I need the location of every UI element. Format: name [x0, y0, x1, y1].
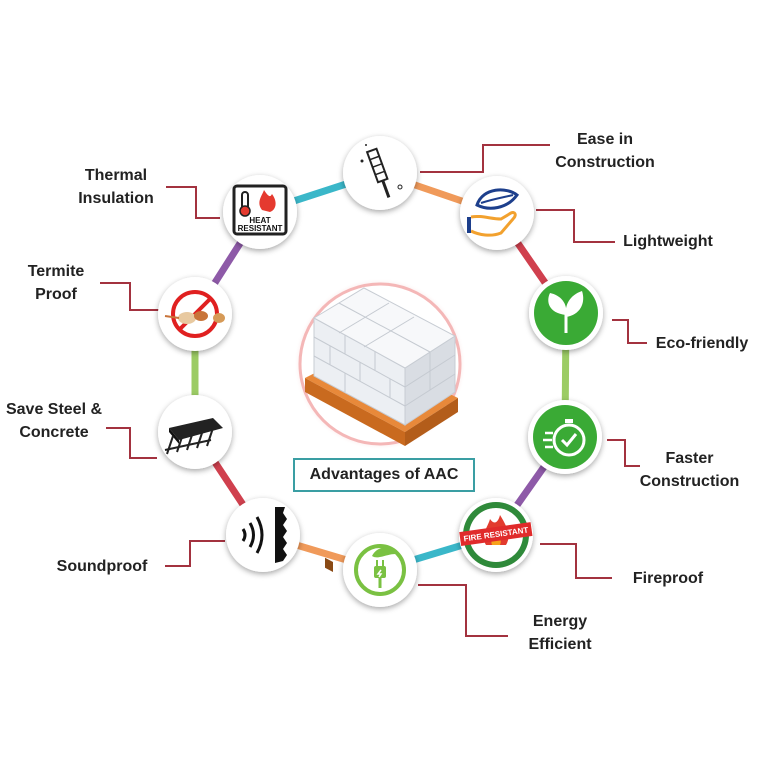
label-fireproof: Fireproof	[616, 567, 720, 590]
label-line: Eco-friendly	[655, 335, 749, 352]
label-save-steel-concrete: Save Steel & Concrete	[0, 398, 108, 444]
label-termite-proof: Termite Proof	[10, 260, 102, 306]
label-lightweight: Lightweight	[618, 230, 718, 253]
diagram-title: Advantages of AAC	[293, 458, 475, 492]
label-eco-friendly: Eco-friendly	[650, 332, 754, 355]
label-line: Fireproof	[632, 570, 704, 587]
connector-faster	[607, 439, 640, 467]
rebar-icon	[158, 395, 232, 469]
hands-leaf-icon	[460, 176, 534, 250]
connector-fireproof	[540, 543, 612, 579]
heat-resistant-line1: HEAT	[249, 216, 270, 225]
aac-blocks-illustration	[294, 278, 466, 573]
label-connectors	[100, 144, 647, 637]
connector-ease	[420, 144, 550, 173]
connector-lightweight	[536, 209, 615, 243]
label-line: Construction	[555, 154, 655, 171]
label-soundproof: Soundproof	[46, 555, 158, 578]
label-line: Save Steel &	[5, 401, 103, 418]
soundwave-icon	[226, 498, 300, 572]
connector-eco	[612, 319, 647, 344]
label-line: Soundproof	[56, 558, 148, 575]
connector-thermal	[166, 186, 220, 219]
label-line: Proof	[35, 286, 77, 303]
label-line: Efficient	[528, 636, 592, 653]
label-faster-construction: Faster Construction	[632, 447, 747, 493]
plug-leaf-icon	[343, 533, 417, 607]
label-line: Faster	[665, 450, 714, 467]
label-line: Insulation	[78, 190, 154, 207]
connector-energy	[418, 584, 508, 637]
connector-save-steel	[106, 427, 157, 459]
heat-resistant-line2: RESISTANT	[238, 224, 283, 233]
fire-resistant-badge-icon: FIRE RESISTANT	[459, 498, 533, 572]
trowel-icon	[343, 136, 417, 210]
label-line: Construction	[639, 473, 740, 490]
connector-termite	[100, 282, 165, 311]
label-thermal-insulation: Thermal Insulation	[60, 164, 172, 210]
label-line: Thermal	[84, 167, 148, 184]
label-line: Concrete	[19, 424, 89, 441]
thermometer-heat-icon: HEAT RESISTANT	[223, 175, 297, 249]
label-line: Ease in	[576, 131, 634, 148]
stopwatch-icon	[528, 400, 602, 474]
label-line: Energy	[532, 613, 588, 630]
label-line: Lightweight	[623, 233, 713, 250]
no-termite-icon	[158, 277, 232, 351]
label-ease-in-construction: Ease in Construction	[550, 128, 660, 174]
label-line: Termite	[27, 263, 85, 280]
connector-soundproof	[165, 540, 225, 567]
label-energy-efficient: Energy Efficient	[510, 610, 610, 656]
leaves-icon	[529, 276, 603, 350]
